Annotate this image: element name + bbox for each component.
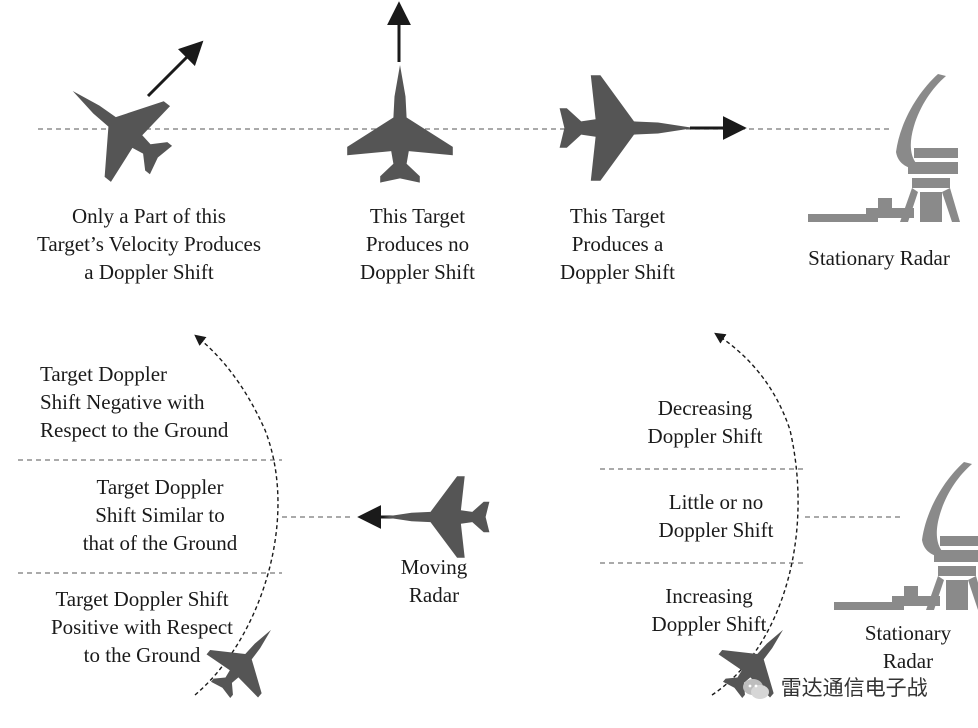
watermark: 雷达通信电子战 xyxy=(742,672,972,702)
target-flight-path xyxy=(711,332,799,696)
perpendicular-target-aircraft xyxy=(347,65,453,183)
target-flight-path xyxy=(194,334,279,696)
stationary-radar-icon xyxy=(808,74,960,222)
radial-target-aircraft xyxy=(559,75,694,181)
stationary-radar-icon xyxy=(834,462,978,610)
moving-radar-aircraft xyxy=(383,476,490,558)
wechat-icon xyxy=(743,679,769,699)
stationary-radar-label: Stationary Radar xyxy=(808,246,950,270)
oblique-velocity-arrow xyxy=(146,40,204,98)
watermark-text: 雷达通信电子战 xyxy=(780,676,928,700)
